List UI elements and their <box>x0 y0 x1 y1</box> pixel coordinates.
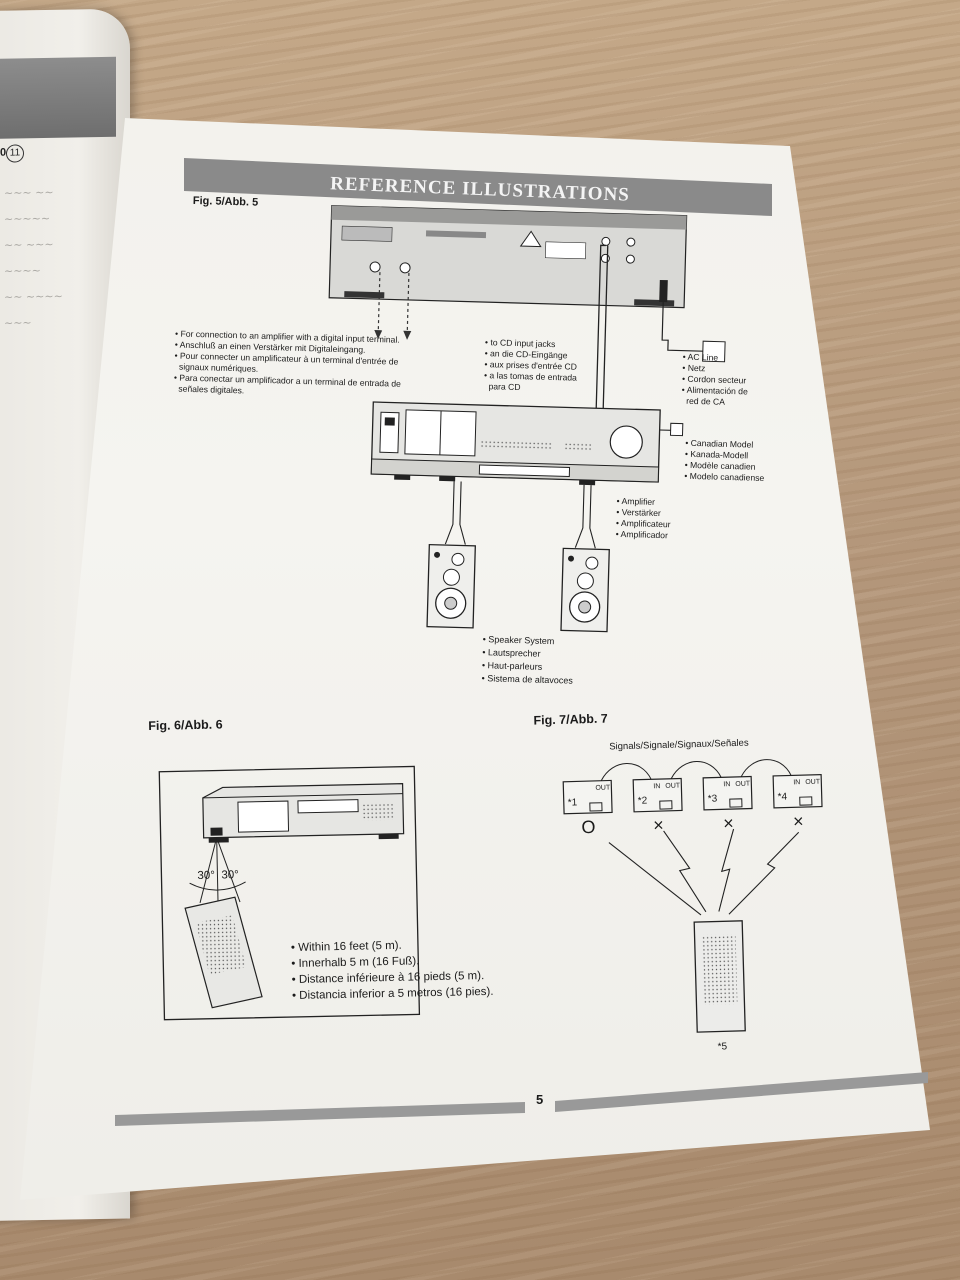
ac-line-2: • Cordon secteur <box>682 374 747 386</box>
amplifier-2: • Amplificateur <box>616 518 671 530</box>
receiver-number: *3 <box>708 793 718 804</box>
canadian-0: • Canadian Model <box>685 438 753 450</box>
speaker-2: • Haut-parleurs <box>482 660 543 672</box>
remote-note: *5 <box>718 1041 728 1052</box>
receiver-unit <box>772 773 823 809</box>
cd-jacks-3: • a las tomas de entrada <box>484 370 577 383</box>
angle-left: 30° <box>197 870 215 882</box>
receiver-sensor <box>729 798 743 808</box>
receiver-out-label: OUT <box>665 782 681 789</box>
cd-jacks-2: • aux prises d'entrée CD <box>484 359 577 372</box>
ac-line-1: • Netz <box>682 363 705 374</box>
fig6-frame <box>158 765 421 1021</box>
digital-note-5: señales digitales. <box>173 383 244 395</box>
amplifier-front <box>370 401 661 486</box>
receiver-mark: × <box>653 815 664 835</box>
speaker-3: • Sistema de altavoces <box>481 673 573 686</box>
fig5-label: Fig. 5/Abb. 5 <box>193 195 259 209</box>
amplifier-3: • Amplificador <box>616 529 669 540</box>
receiver-mark: × <box>793 811 804 831</box>
canadian-1: • Kanada-Modell <box>685 449 749 461</box>
signal-chain-cable <box>600 763 652 781</box>
receiver-number: *4 <box>778 792 788 803</box>
fig7-remote <box>693 920 746 1033</box>
speaker-right <box>560 547 610 633</box>
speaker-left <box>426 543 476 629</box>
receiver-in-label: IN <box>653 783 660 790</box>
canadian-3: • Modelo canadiense <box>684 471 764 483</box>
distance-1: • Innerhalb 5 m (16 Fuß). <box>291 955 419 970</box>
receiver-in-label: IN <box>723 781 730 788</box>
digital-note-3: signaux numériques. <box>174 361 258 373</box>
receiver-number: *1 <box>568 797 578 808</box>
ac-line-3: • Alimentación de <box>682 385 749 397</box>
footer: 5 <box>115 1072 928 1126</box>
receiver-mark: × <box>723 813 734 833</box>
speaker-cable-right <box>574 484 596 549</box>
receiver-in-label: IN <box>793 779 800 786</box>
ac-line-4: red de CA <box>681 396 725 407</box>
receiver-out-label: OUT <box>735 781 751 788</box>
ac-line-0: • AC Line <box>683 352 719 363</box>
receiver-unit <box>702 775 753 811</box>
fig6-cd-player <box>202 783 405 843</box>
receiver-unit <box>562 779 613 815</box>
amplifier-1: • Verstärker <box>616 507 661 518</box>
distance-0: • Within 16 feet (5 m). <box>291 940 402 954</box>
page-number: 5 <box>536 1092 543 1107</box>
receiver-number: *2 <box>638 795 648 806</box>
fig7-label: Fig. 7/Abb. 7 <box>533 712 608 728</box>
distance-2: • Distance inférieure à 16 pieds (5 m). <box>292 970 485 986</box>
cd-jacks-1: • an die CD-Eingänge <box>485 348 568 360</box>
receiver-sensor <box>589 802 603 812</box>
ac-cord <box>661 302 703 352</box>
speaker-1: • Lautsprecher <box>482 647 540 659</box>
speaker-0: • Speaker System <box>483 634 555 646</box>
signal-chain-cable <box>740 759 792 778</box>
fig6-remote <box>184 896 263 1009</box>
cd-jacks-0: • to CD input jacks <box>485 337 556 349</box>
signal-chain-cable <box>670 761 722 779</box>
fig6-angle-lines <box>189 837 246 904</box>
amplifier-0: • Amplifier <box>616 496 655 507</box>
canadian-2: • Modèle canadien <box>685 460 756 472</box>
header-band: REFERENCE ILLUSTRATIONS <box>184 158 772 216</box>
fig6-label: Fig. 6/Abb. 6 <box>148 717 223 733</box>
receiver-out-label: OUT <box>805 779 821 786</box>
receiver-out-label: OUT <box>595 784 611 791</box>
receiver-unit <box>632 777 683 813</box>
cd-player-rear-panel <box>328 205 688 309</box>
analog-cable <box>595 244 606 409</box>
digital-output-arrows <box>377 272 410 333</box>
receiver-mark: O <box>581 817 596 837</box>
distance-3: • Distancia inferior a 5 metros (16 pies… <box>292 986 494 1002</box>
speaker-cable-left <box>444 481 466 545</box>
receiver-sensor <box>799 796 813 806</box>
signal-arrows <box>608 828 800 916</box>
receiver-sensor <box>659 800 673 810</box>
cd-jacks-4: para CD <box>484 381 521 392</box>
signals-label: Signals/Signale/Signaux/Señales <box>609 738 749 753</box>
angle-right: 30° <box>221 869 239 881</box>
